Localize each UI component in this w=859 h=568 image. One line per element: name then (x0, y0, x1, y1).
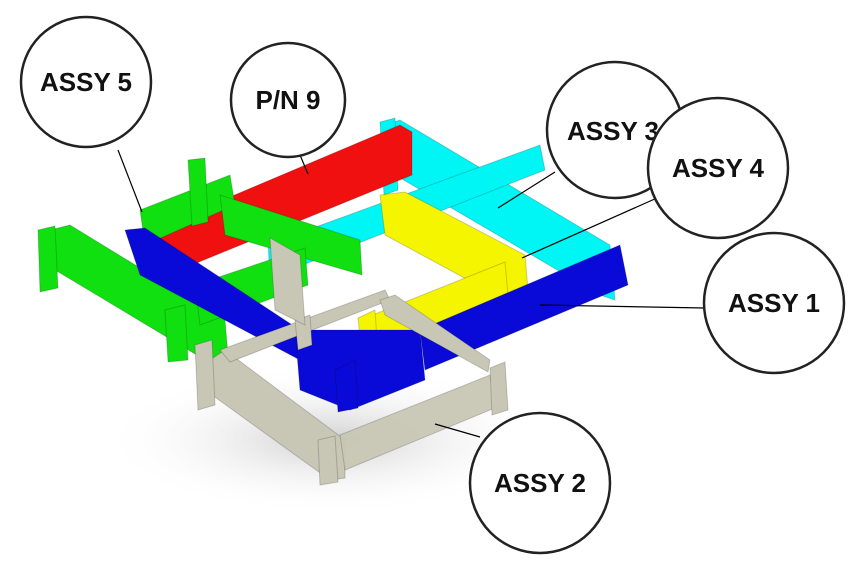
assy5-panel (37, 225, 59, 293)
balloon-assy4: ASSY 4 (646, 96, 790, 240)
balloon-label: P/N 9 (255, 85, 320, 115)
balloon-assy5: ASSY 5 (19, 15, 153, 149)
balloon-label: ASSY 5 (40, 67, 132, 97)
assy5-panel (164, 304, 189, 363)
assy1-panel (419, 244, 629, 371)
leader-lines (117, 149, 706, 438)
balloon-label: ASSY 4 (672, 153, 765, 183)
assy2-panel (194, 339, 216, 411)
part-assy2 (194, 237, 509, 486)
assy2-panel (269, 237, 306, 326)
balloon-assy2: ASSY 2 (468, 411, 612, 555)
balloon-label: ASSY 1 (728, 288, 820, 318)
balloon-label: ASSY 2 (494, 468, 586, 498)
assy5-panel (219, 194, 363, 276)
assy1-panel (294, 329, 426, 411)
assy2-panel (489, 361, 509, 416)
assy2-panel (317, 435, 339, 486)
assy5-panel (187, 157, 209, 227)
assy2-panel (379, 294, 491, 373)
assy2-panel (294, 314, 313, 351)
balloon-label: ASSY 3 (567, 116, 659, 146)
assy1-panel (334, 359, 359, 413)
balloon-assy1: ASSY 1 (702, 231, 846, 375)
balloon-pn9: P/N 9 (229, 41, 347, 159)
part-assy1 (124, 227, 629, 413)
